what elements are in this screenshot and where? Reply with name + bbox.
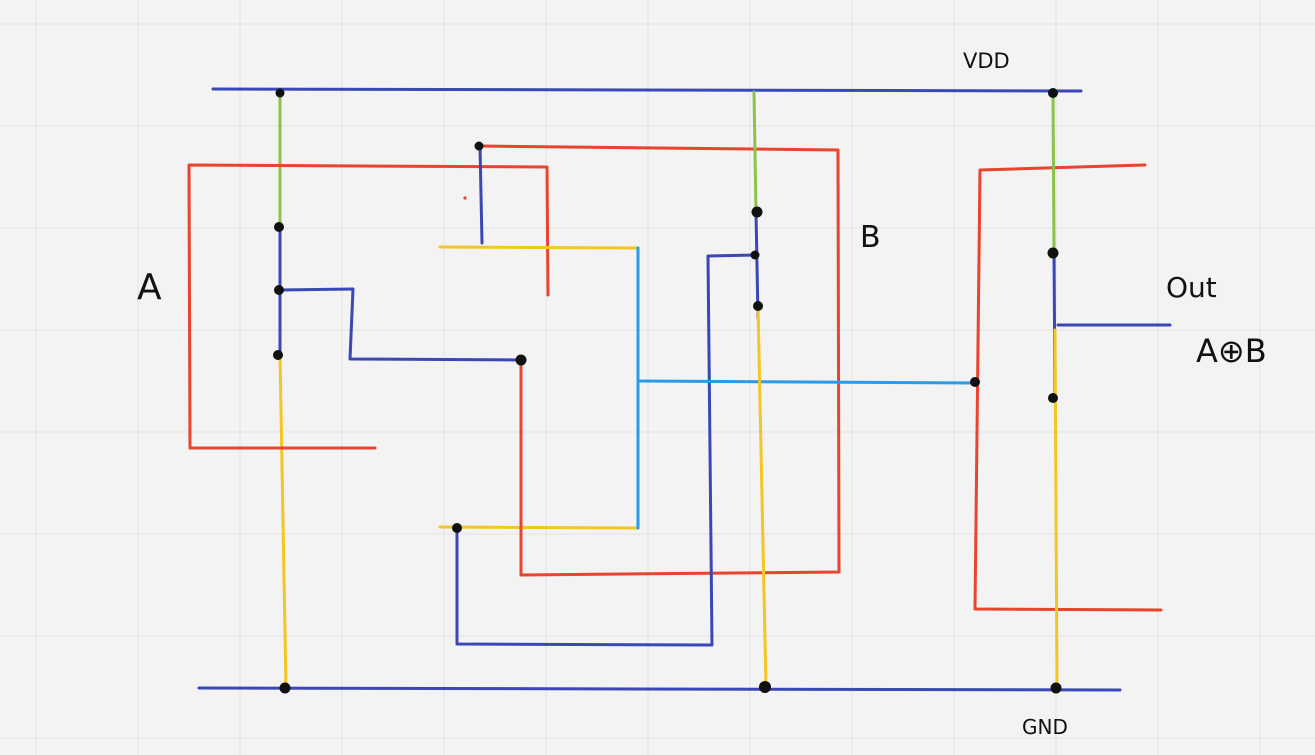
gnd-label: GND <box>1022 715 1068 739</box>
node <box>1050 682 1062 694</box>
node <box>452 523 462 533</box>
inv2-nmos-diffusion <box>756 304 768 690</box>
out-inv-pmos-diffusion <box>1051 90 1056 255</box>
node <box>275 88 285 98</box>
node <box>279 682 291 694</box>
output-expression-label: A⊕B <box>1196 332 1267 370</box>
input-b-label: B <box>860 220 881 255</box>
tg-upper-contact <box>478 144 484 245</box>
inv1-output-route <box>278 287 523 362</box>
inv2-metal <box>754 210 760 320</box>
node <box>273 350 283 360</box>
out-inv-gate-poly <box>973 163 1163 612</box>
node <box>1048 88 1058 98</box>
tg-lower-diffusion <box>438 525 640 530</box>
input-a-label: A <box>137 267 162 308</box>
node <box>274 285 284 295</box>
vdd-rail <box>211 87 1083 93</box>
output-label: Out <box>1166 271 1217 304</box>
out-inv-nmos-diffusion <box>1053 328 1059 690</box>
gnd-rail <box>197 686 1122 692</box>
node <box>274 222 284 232</box>
mid-node-route <box>636 379 977 385</box>
node <box>750 250 760 260</box>
vdd-label: VDD <box>963 49 1010 73</box>
node <box>970 377 980 387</box>
tg-upper-diffusion <box>438 245 640 250</box>
node <box>474 141 484 151</box>
node <box>1047 247 1059 259</box>
node <box>515 354 527 366</box>
input-a-poly <box>187 163 550 450</box>
inv1-nmos-diffusion <box>278 353 288 690</box>
contact-nodes <box>273 88 1062 694</box>
inv2-pmos-diffusion <box>752 90 758 214</box>
b-gate-poly-top <box>478 144 841 577</box>
tg-lower-metal <box>455 253 758 647</box>
node <box>751 206 763 218</box>
node <box>759 681 771 693</box>
node <box>1048 393 1058 403</box>
stray-mark <box>463 196 467 200</box>
node <box>753 301 763 311</box>
